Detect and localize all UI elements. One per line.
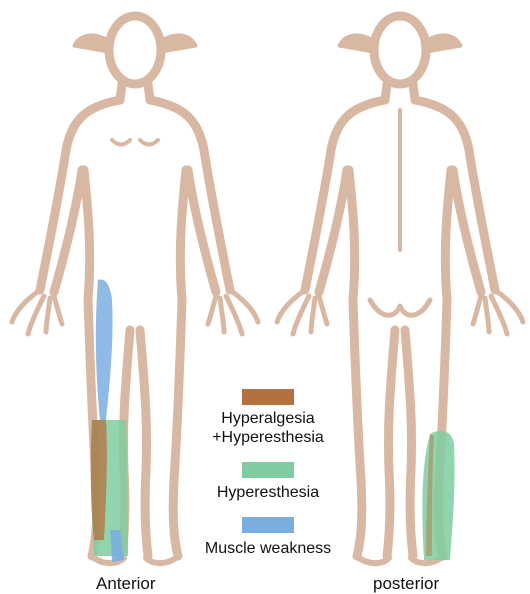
anterior-muscle-weakness-thigh xyxy=(96,280,113,420)
anterior-left-pigtail xyxy=(74,35,108,52)
posterior-torso-left xyxy=(349,170,355,300)
posterior-left-hand xyxy=(277,290,327,334)
anterior-right-pigtail xyxy=(162,35,196,52)
legend-label-hyperalgesia-line2: +Hyperesthesia xyxy=(178,428,358,447)
anterior-hyperalgesia-shin xyxy=(91,420,107,540)
anterior-head xyxy=(109,16,161,84)
anterior-left-hand xyxy=(12,290,62,334)
posterior-left-pigtail xyxy=(339,35,373,52)
posterior-torso-right xyxy=(445,170,451,300)
posterior-affected-regions xyxy=(422,431,454,560)
anterior-torso-right xyxy=(180,170,186,300)
anterior-affected-regions xyxy=(91,280,128,562)
anterior-right-leg-inner xyxy=(140,330,148,556)
legend-label-muscle-weakness: Muscle weakness xyxy=(178,539,358,558)
posterior-left-leg-inner xyxy=(387,330,395,556)
anterior-right-hand xyxy=(208,290,258,334)
anterior-torso-left xyxy=(84,170,90,300)
legend-label-hyperalgesia: Hyperalgesia +Hyperesthesia xyxy=(178,409,358,447)
legend-swatch-hyperalgesia xyxy=(242,389,294,405)
posterior-right-leg-inner xyxy=(405,330,413,556)
anterior-figure xyxy=(12,16,258,563)
posterior-view-label: posterior xyxy=(373,574,439,594)
posterior-head xyxy=(374,16,426,84)
posterior-figure xyxy=(277,16,523,563)
posterior-right-pigtail xyxy=(427,35,461,52)
posterior-buttocks xyxy=(370,300,430,315)
anterior-view-label: Anterior xyxy=(96,574,156,594)
legend-swatch-hyperesthesia xyxy=(242,462,294,478)
posterior-right-hand xyxy=(473,290,523,334)
legend-swatch-muscle-weakness xyxy=(242,517,294,533)
legend-label-hyperesthesia: Hyperesthesia xyxy=(178,483,358,502)
anterior-chest-marks xyxy=(112,140,158,145)
legend-label-hyperalgesia-line1: Hyperalgesia xyxy=(178,409,358,428)
